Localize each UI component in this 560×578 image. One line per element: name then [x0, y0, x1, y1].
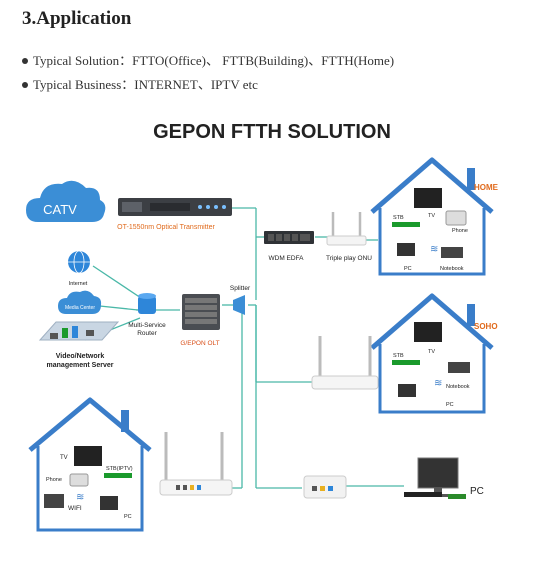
- bullet-text: Typical Solution：FTTO(Office)、 FTTB(Buil…: [33, 53, 395, 68]
- bottom-onu-router-icon: [159, 432, 233, 496]
- router-label-line1: Multi-Service: [128, 322, 166, 329]
- section-heading: 3.Application: [22, 8, 132, 29]
- splitter-label: Splitter: [230, 285, 251, 292]
- gepon-ftth-diagram: GEPON FTTH SOLUTION CATV OT-1: [26, 121, 499, 532]
- optical-transmitter-icon: [118, 198, 232, 216]
- soho-stb-label: STB: [393, 353, 404, 359]
- home-notebook-icon: [441, 247, 463, 258]
- mgmt-server-label-line2: management Server: [47, 362, 114, 369]
- internet-globe-icon: [68, 250, 90, 274]
- media-center-cloud-icon: [58, 290, 102, 314]
- soho-notebook-icon: [448, 362, 470, 373]
- soho-house: SOHO TV STB Notebook PC ≋: [370, 293, 498, 414]
- router-icon: [138, 293, 156, 314]
- home-wifi-icon: ≋: [430, 244, 438, 255]
- soho-stb-icon: [392, 360, 420, 365]
- bullet-dot-icon: [22, 82, 28, 89]
- left-tv-label: TV: [60, 455, 68, 461]
- left-phone-label: Phone: [46, 477, 62, 483]
- bullet-typical-solution: Typical Solution：FTTO(Office)、 FTTB(Buil…: [22, 50, 394, 69]
- splitter-icon: [233, 295, 245, 315]
- left-wifi-label: WIFI: [68, 505, 82, 512]
- olt-icon: [182, 294, 220, 330]
- catv-cloud-icon: CATV: [26, 180, 106, 222]
- bullet-dot-icon: [22, 58, 28, 65]
- left-pc-label: PC: [124, 514, 132, 520]
- router-label-line2: Router: [137, 330, 157, 337]
- mgmt-server-label-line1: Video/Network: [56, 353, 105, 360]
- left-wifi-icon: ≋: [76, 492, 84, 503]
- wdm-edfa-icon: [264, 231, 314, 244]
- home-stb-label: STB: [393, 215, 404, 221]
- left-laptop-icon: [44, 494, 64, 508]
- fiber-lines: [84, 207, 404, 489]
- triple-play-onu-label: Triple play ONU: [326, 255, 372, 262]
- left-house: TV STB(IPTV) Phone WIFI ≋ PC: [28, 397, 152, 532]
- left-tv-icon: [74, 446, 102, 466]
- left-phone-icon: [69, 473, 89, 487]
- home-house: HOME TV STB Phone PC Notebook ≋: [370, 157, 499, 276]
- internet-label: Internet: [69, 281, 88, 287]
- pc-label: PC: [470, 486, 484, 497]
- home-label: HOME: [474, 183, 499, 192]
- bullet-typical-business: Typical Business：INTERNET、IPTV etc: [22, 74, 258, 93]
- home-tv-label: TV: [428, 213, 435, 219]
- soho-label: SOHO: [474, 322, 498, 331]
- triple-play-onu-icon: [326, 212, 367, 246]
- soho-tv-label: TV: [428, 349, 435, 355]
- olt-label: G/EPON OLT: [180, 340, 219, 347]
- soho-pc-icon: [398, 384, 416, 397]
- soho-pc-label: PC: [446, 402, 454, 408]
- soho-wifi-icon: ≋: [434, 378, 442, 389]
- left-stb-label: STB(IPTV): [106, 466, 133, 472]
- bottom-small-onu-icon: [303, 475, 347, 499]
- transmitter-label: OT-1550nm Optical Transmitter: [117, 224, 215, 231]
- home-phone-label: Phone: [452, 228, 468, 234]
- home-phone-icon: [445, 210, 467, 226]
- management-server-icon: [38, 321, 120, 341]
- left-stb-icon: [104, 473, 132, 478]
- media-center-label: Media Center: [65, 305, 95, 311]
- left-pc-icon: [100, 496, 118, 510]
- soho-onu-router-icon: [311, 336, 379, 390]
- home-pc-icon: [397, 243, 415, 256]
- home-tv-icon: [414, 188, 442, 208]
- wdm-edfa-label: WDM EDFA: [268, 255, 304, 262]
- home-notebook-label: Notebook: [440, 266, 464, 272]
- soho-tv-icon: [414, 322, 442, 342]
- bullet-text: Typical Business：INTERNET、IPTV etc: [33, 77, 258, 92]
- diagram-title: GEPON FTTH SOLUTION: [153, 121, 391, 143]
- soho-notebook-label: Notebook: [446, 384, 470, 390]
- home-stb-icon: [392, 222, 420, 227]
- catv-label: CATV: [43, 202, 77, 217]
- desktop-pc-icon: [404, 457, 466, 499]
- home-pc-label: PC: [404, 266, 412, 272]
